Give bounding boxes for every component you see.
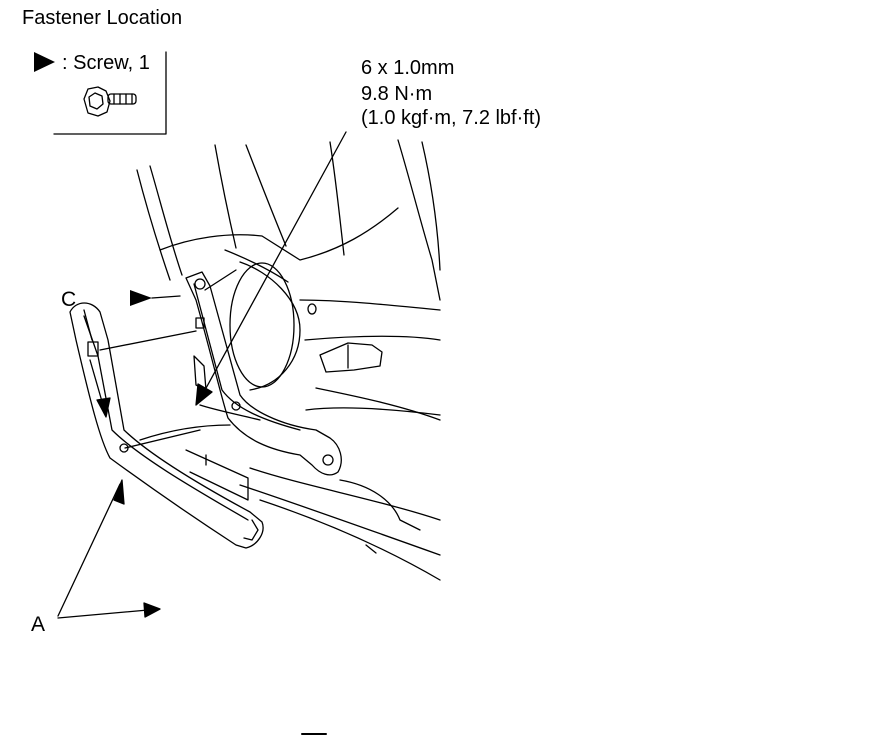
page-title: Fastener Location bbox=[22, 7, 183, 29]
alignment-lines bbox=[99, 269, 237, 449]
triangle-pointer-icon bbox=[34, 52, 55, 72]
screw-location-marker bbox=[130, 290, 152, 306]
callout-c-label: C bbox=[61, 288, 77, 311]
fastener-size: 6 x 1.0mm bbox=[361, 57, 455, 79]
legend-screw-label: : Screw, 1 bbox=[62, 52, 150, 74]
mounting-bracket bbox=[185, 271, 342, 476]
torque-alt-units: (1.0 kgf·m, 7.2 lbf·ft) bbox=[361, 107, 542, 129]
arrows bbox=[57, 131, 347, 619]
torque-nm: 9.8 N·m bbox=[361, 83, 433, 105]
screw-icon bbox=[83, 86, 137, 117]
vehicle-body-outline bbox=[136, 139, 441, 581]
step-garnish bbox=[69, 302, 264, 549]
callout-a-label: A bbox=[31, 613, 46, 636]
legend-box bbox=[53, 51, 167, 135]
